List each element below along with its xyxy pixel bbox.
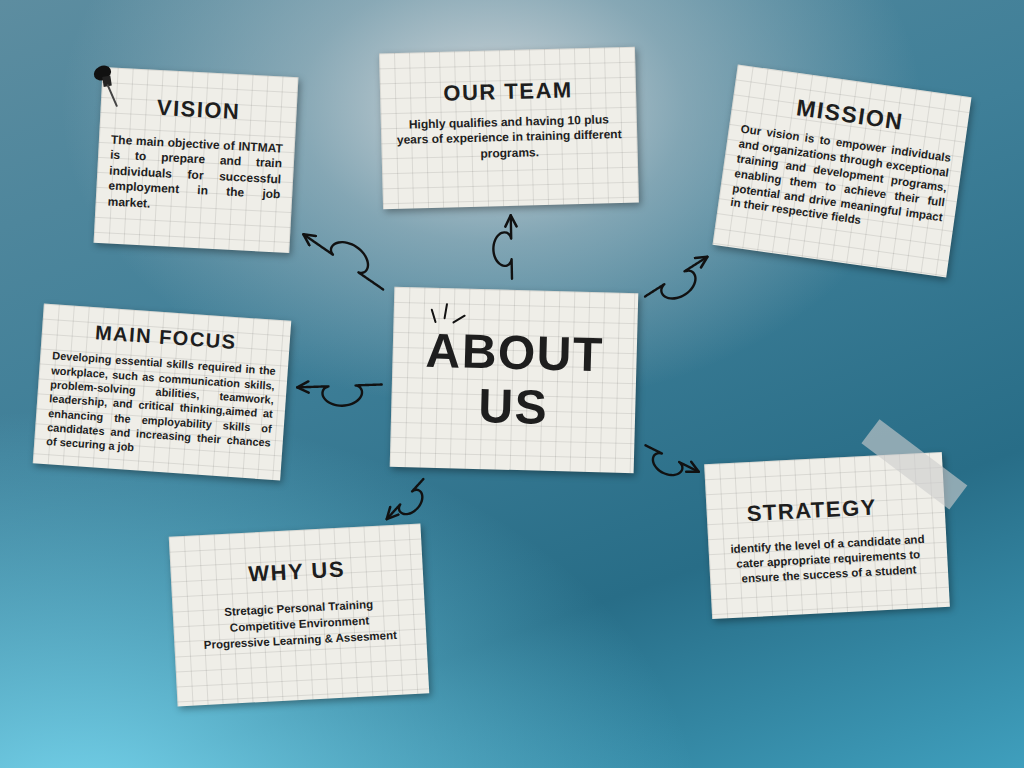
center-card: ABOUT US bbox=[390, 287, 639, 473]
card-heading: OUR TEAM bbox=[394, 77, 623, 108]
curly-arrow bbox=[387, 479, 424, 519]
card-body: identify the level of a candidate and ca… bbox=[720, 531, 936, 587]
card-heading: STRATEGY bbox=[718, 492, 933, 528]
card-heading: WHY US bbox=[182, 554, 411, 591]
center-title: ABOUT US bbox=[411, 323, 618, 436]
curly-arrow bbox=[645, 257, 707, 299]
card-body: Our vision is to empower individuals and… bbox=[729, 121, 951, 239]
card-body: The main objective of INTMAT is to prepa… bbox=[107, 132, 283, 219]
card-body: Highly qualifies and having 10 plus year… bbox=[395, 112, 624, 165]
curly-arrow bbox=[297, 385, 381, 406]
card-body: Developing essential skills required in … bbox=[46, 349, 276, 464]
curly-arrow bbox=[303, 234, 383, 289]
curly-arrow bbox=[493, 215, 512, 279]
note-card: MISSIONOur vision is to empower individu… bbox=[712, 64, 971, 277]
push-pin bbox=[86, 60, 133, 114]
note-card: MAIN FOCUSDeveloping essential skills re… bbox=[33, 304, 292, 481]
note-card: VISION The main objective of INTMAT is to… bbox=[94, 67, 299, 253]
card-heading: VISION bbox=[112, 94, 285, 128]
curly-arrow bbox=[645, 445, 698, 475]
note-card: OUR TEAM Highly qualifies and having 10 p… bbox=[379, 47, 639, 210]
note-card: STRATEGYidentify the level of a candidat… bbox=[704, 452, 950, 619]
note-card: WHY USStretagic Personal TrainingCompeti… bbox=[169, 524, 430, 707]
